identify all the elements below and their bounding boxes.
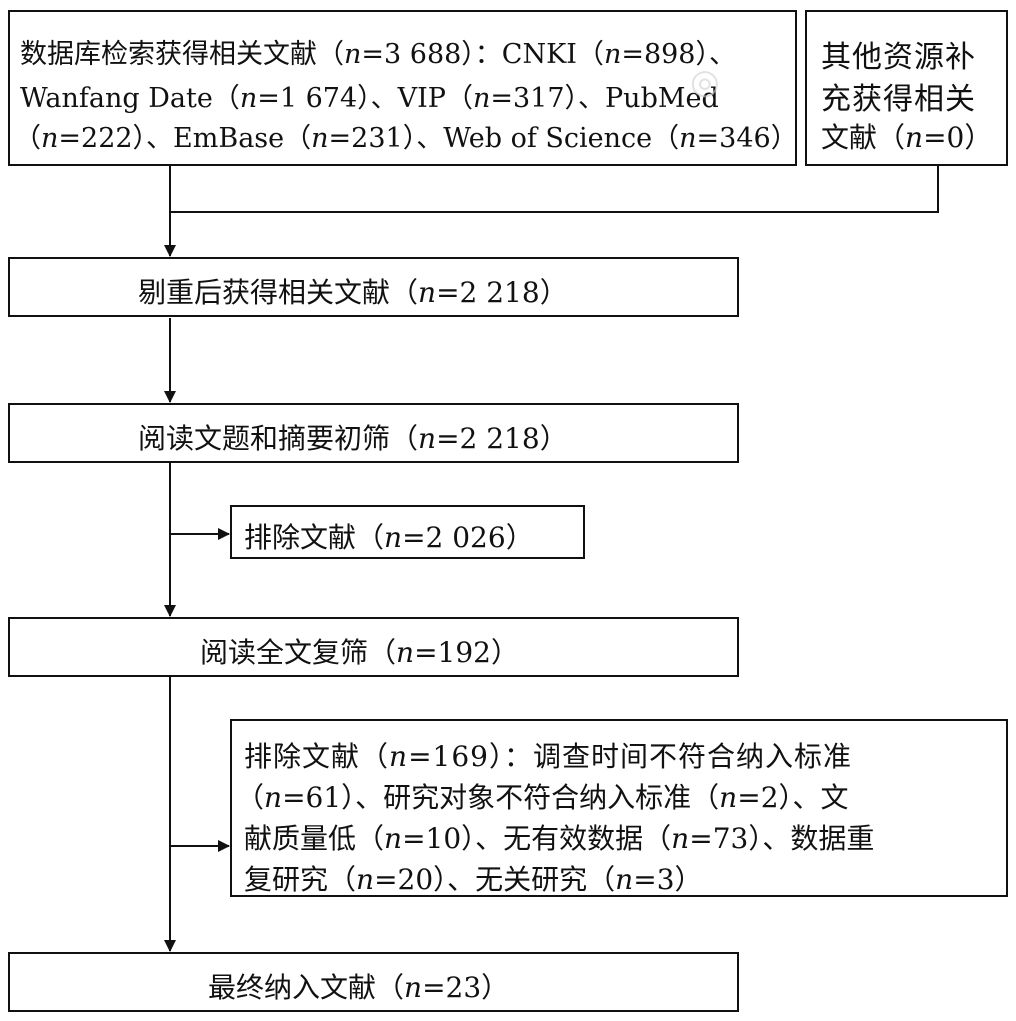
connector-other-merge <box>170 166 939 213</box>
box-other-sources: 其他资源补 充获得相关 文献（n=0） <box>805 10 1008 166</box>
box-fulltext-screening-text: 阅读全文复筛（n=192） <box>200 636 519 669</box>
box-excluded-first: 排除文献（n=2 026） <box>230 505 585 559</box>
watermark-seal-icon: ◎ <box>690 62 720 102</box>
box-title-abstract-screening-text: 阅读文题和摘要初筛（n=2 218） <box>138 422 568 455</box>
box-database-sources: 数据库检索获得相关文献（n=3 688）：CNKI（n=898）、 Wanfan… <box>8 10 798 166</box>
box-database-sources-line-1: 数据库检索获得相关文献（n=3 688）：CNKI（n=898）、 <box>20 39 736 70</box>
box-other-sources-line-1: 其他资源补 <box>821 40 976 75</box>
box-fulltext-screening: 阅读全文复筛（n=192） <box>8 617 739 677</box>
box-excluded-first-text: 排除文献（n=2 026） <box>244 521 534 554</box>
box-excluded-second-line-2: （n=61）、研究对象不符合纳入标准（n=2）、文 <box>236 781 849 814</box>
box-excluded-second: 排除文献（n=169）：调查时间不符合纳入标准 （n=61）、研究对象不符合纳入… <box>230 719 1008 897</box>
box-final-included-text: 最终纳入文献（n=23） <box>208 971 510 1004</box>
box-database-sources-line-2: Wanfang Date（n=1 674）、VIP（n=317）、PubMed <box>20 83 719 114</box>
box-final-included: 最终纳入文献（n=23） <box>8 952 739 1012</box>
box-other-sources-line-3: 文献（n=0） <box>821 121 993 154</box>
box-deduplicated: 剔重后获得相关文献（n=2 218） <box>8 257 739 317</box>
box-title-abstract-screening: 阅读文题和摘要初筛（n=2 218） <box>8 403 739 463</box>
box-excluded-second-line-1: 排除文献（n=169）：调查时间不符合纳入标准 <box>244 740 852 773</box>
box-other-sources-line-2: 充获得相关 <box>821 82 976 117</box>
box-database-sources-line-3: （n=222）、EmBase（n=231）、Web of Science（n=3… <box>14 123 798 154</box>
box-deduplicated-text: 剔重后获得相关文献（n=2 218） <box>138 276 568 309</box>
box-excluded-second-line-3: 献质量低（n=10）、无有效数据（n=73）、数据重 <box>244 822 875 855</box>
box-excluded-second-line-4: 复研究（n=20）、无关研究（n=3） <box>244 863 703 896</box>
